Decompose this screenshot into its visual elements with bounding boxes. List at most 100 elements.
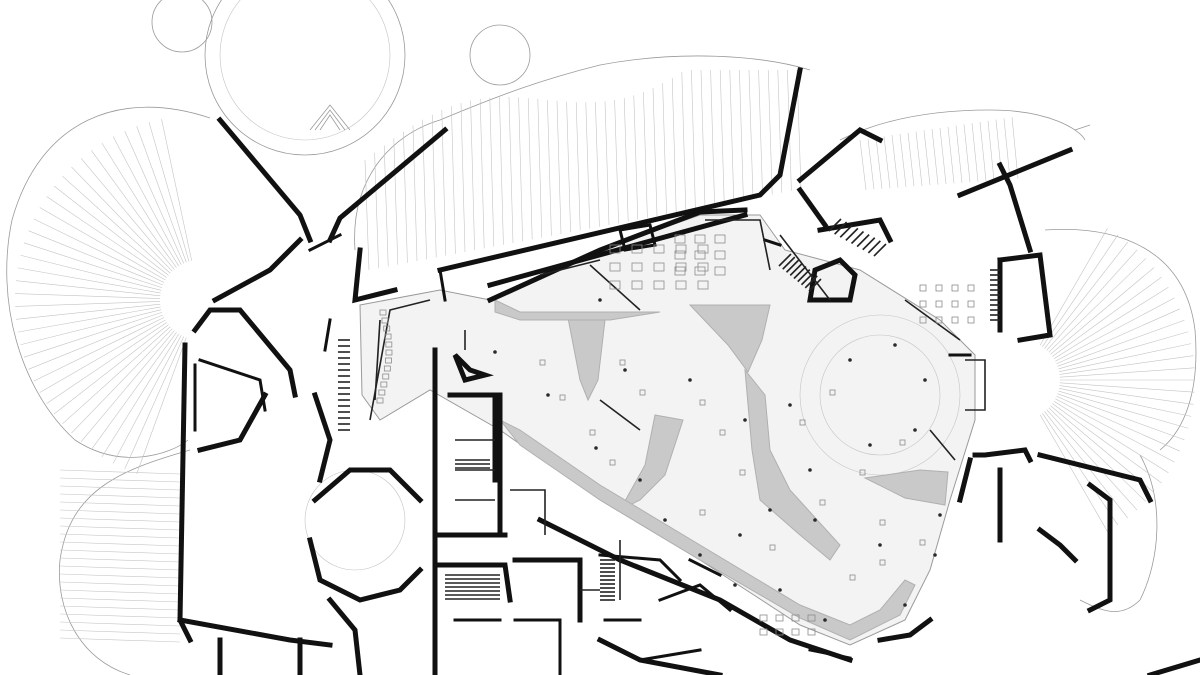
hatch-line (80, 330, 175, 442)
hatch-line (460, 103, 466, 253)
column-dot (594, 446, 598, 450)
hatch-line (867, 240, 881, 254)
furniture-item (674, 250, 686, 260)
structural-walls (177, 67, 1200, 675)
column-dot (638, 478, 642, 482)
hatch-line (1046, 409, 1138, 511)
hatch-line (797, 269, 811, 283)
hatch-line (1056, 395, 1180, 452)
hatch-line (566, 101, 571, 233)
furniture-item (919, 300, 927, 308)
hatch-line (979, 121, 987, 182)
hatch-line (1042, 234, 1119, 348)
column-dot (913, 428, 917, 432)
hatch-line (971, 123, 979, 182)
hatch-line (1056, 308, 1180, 365)
landscape-outline (6, 0, 1197, 675)
hatch-line (839, 224, 853, 238)
hatch-line (875, 137, 883, 189)
hatch-line (101, 333, 180, 458)
hatch-line (604, 101, 610, 226)
hatch-line (955, 125, 963, 183)
hatch-line (793, 265, 807, 280)
hatch-line (518, 97, 523, 242)
hatch-line (59, 525, 181, 531)
hatch-line (80, 158, 175, 270)
furniture-item (759, 628, 768, 636)
furniture-item (879, 519, 886, 526)
hatch-line (59, 485, 181, 491)
hatch-line (124, 130, 185, 264)
hatch-line (1059, 343, 1192, 372)
hatch-line (33, 218, 165, 283)
furniture-item (380, 381, 388, 388)
column-dot (848, 358, 852, 362)
hatch-line (828, 218, 842, 232)
hatch-line (71, 328, 173, 434)
furniture-item (859, 469, 866, 476)
hatch-line (1048, 407, 1147, 502)
column-dot (823, 618, 827, 622)
hatch-line (939, 127, 947, 185)
column-dot (738, 533, 742, 537)
hatch-line (1011, 117, 1019, 179)
hatch-line (1053, 400, 1169, 473)
furniture-item (674, 234, 686, 244)
furniture-item (609, 280, 621, 290)
hatch-line (393, 138, 399, 265)
furniture-item (791, 614, 800, 622)
furniture-item (967, 300, 975, 308)
hatch-line (46, 322, 168, 404)
furniture-item (719, 429, 726, 436)
furniture-item (879, 559, 886, 566)
column-dot (788, 403, 792, 407)
hatch-line (947, 126, 955, 184)
furniture-item (829, 389, 836, 396)
hatch-line (700, 69, 706, 208)
furniture-item (799, 419, 806, 426)
furniture-item (791, 628, 800, 636)
furniture-item (935, 284, 943, 292)
hatch-line (1057, 393, 1185, 441)
furniture-item (609, 459, 616, 466)
hatch-line (383, 145, 389, 267)
furniture-item (807, 614, 816, 622)
column-dot (768, 508, 772, 512)
furniture-item (384, 333, 392, 340)
hatch-line (59, 557, 181, 563)
hatch-line (556, 100, 562, 235)
hatch-line (59, 493, 181, 499)
hatch-line (33, 317, 165, 382)
column-dot (893, 343, 897, 347)
furniture-item (619, 359, 626, 366)
hatch-line (1055, 297, 1175, 362)
hatch-line (15, 280, 161, 297)
hatch-line (39, 207, 166, 281)
furniture-item (383, 325, 391, 332)
hatch-line (59, 637, 181, 643)
hatch-line (1059, 355, 1194, 375)
hatch-line (479, 98, 485, 249)
hatch-line (987, 120, 995, 181)
hatch-line (899, 133, 907, 188)
hatch-line (662, 83, 667, 215)
hatch-line (59, 565, 181, 571)
hatch-line (91, 150, 177, 268)
furniture-item (699, 509, 706, 516)
furniture-item (775, 614, 784, 622)
hatch-line (804, 275, 818, 289)
furniture-item (807, 628, 816, 636)
column-dot (743, 418, 747, 422)
hatch-line (614, 100, 619, 224)
hatch-line (767, 69, 773, 195)
hatch-line (20, 254, 162, 291)
hatch-line (652, 87, 658, 217)
furniture-item (609, 244, 621, 254)
furniture-item (675, 280, 687, 290)
hatch-line (112, 335, 182, 464)
column-dot (698, 553, 702, 557)
furniture-item (539, 359, 546, 366)
hatch-line (1046, 249, 1138, 351)
furniture-item (674, 266, 686, 276)
hatch-line (59, 589, 181, 595)
